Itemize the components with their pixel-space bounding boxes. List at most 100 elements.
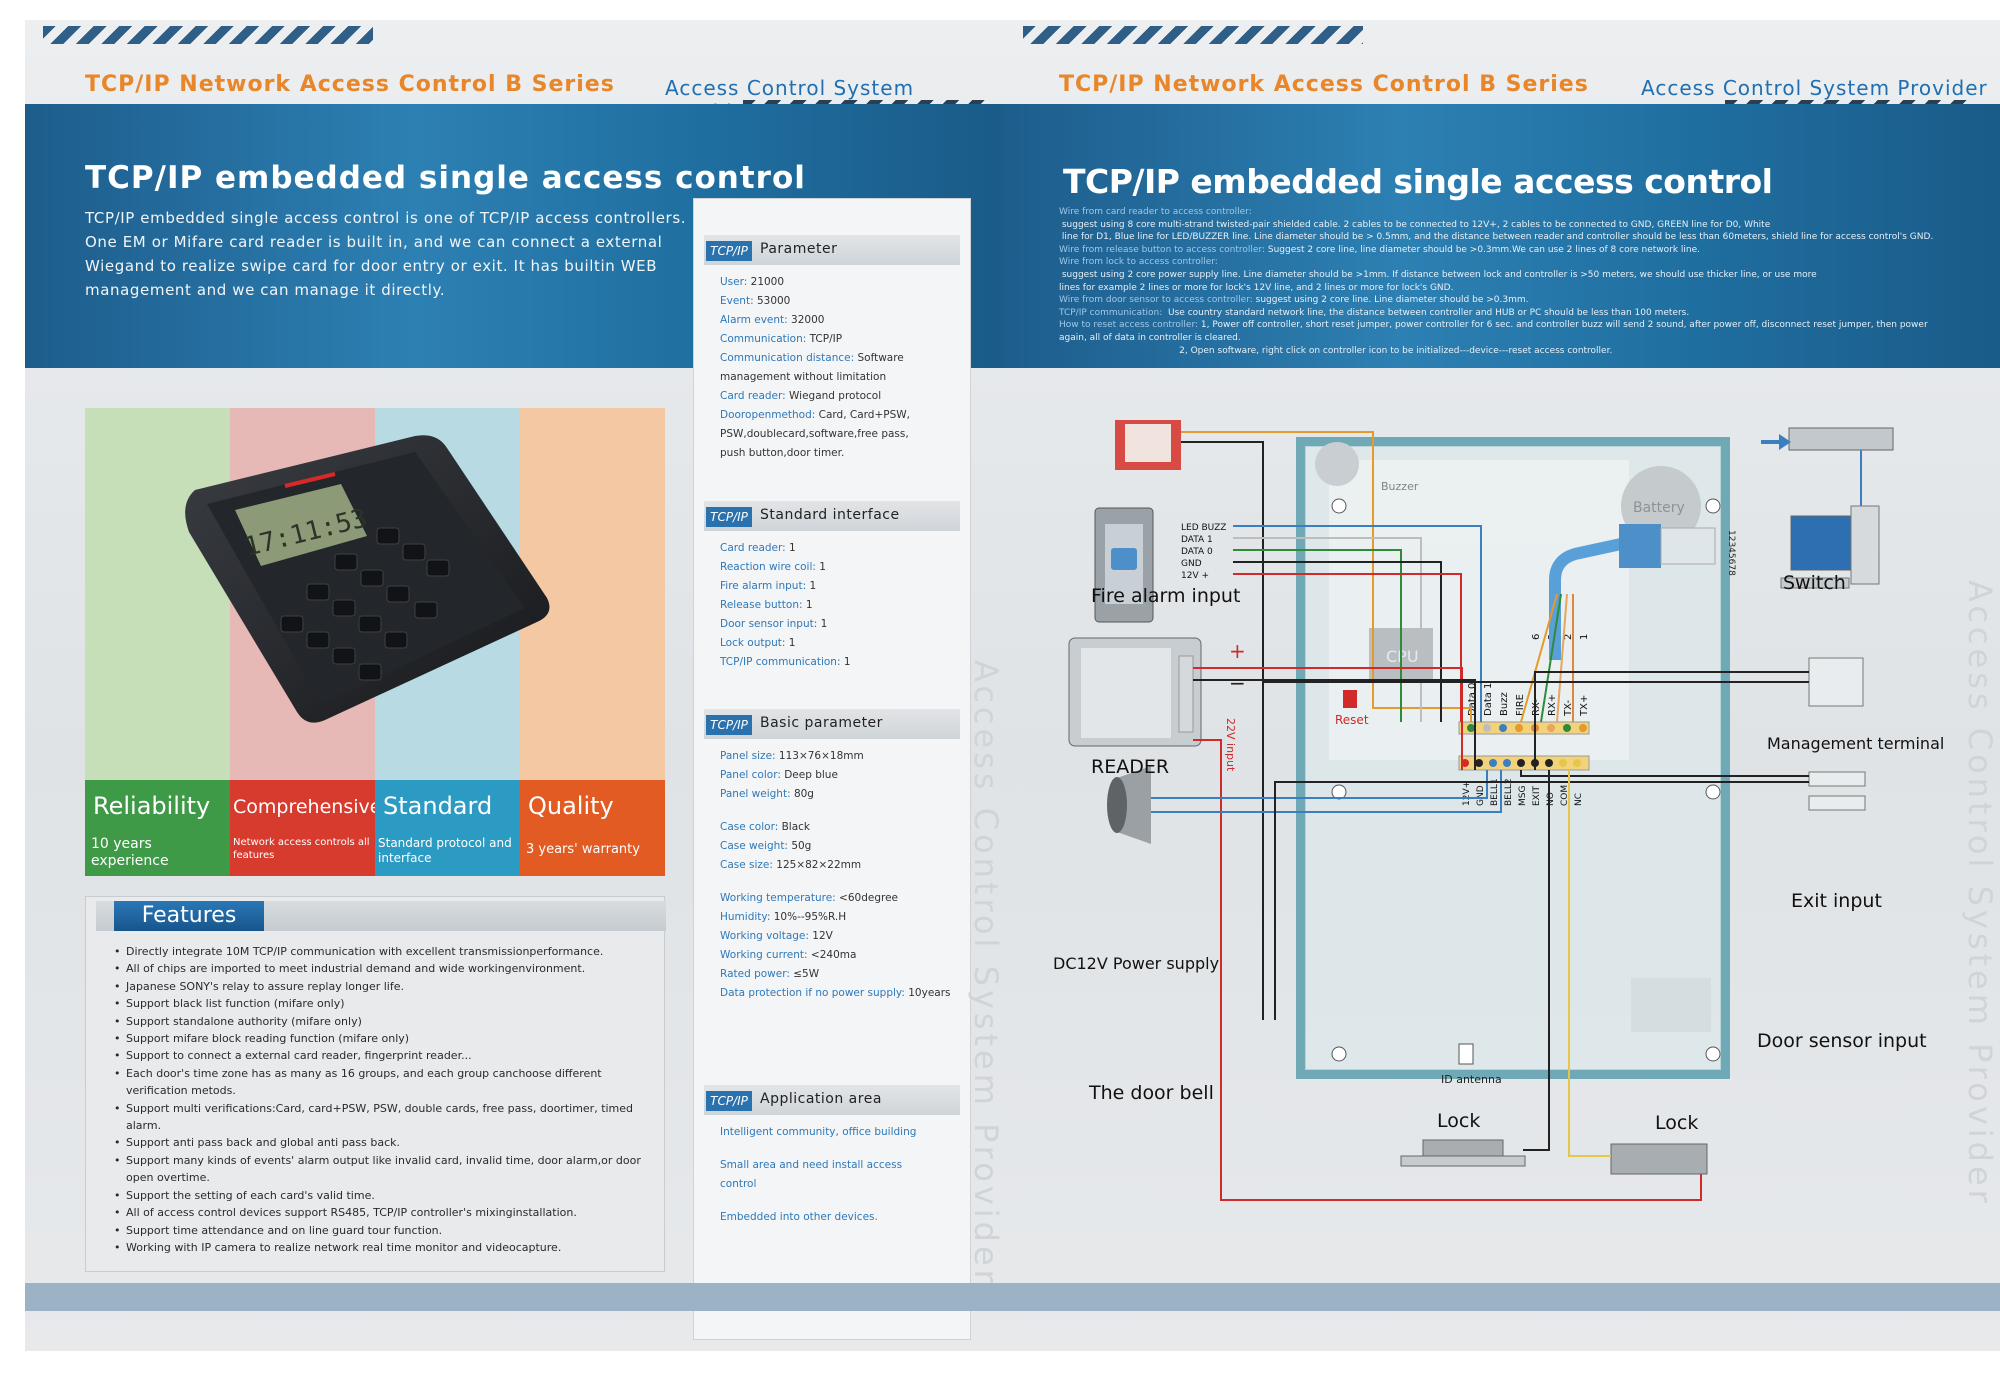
terminal-pin [1517,759,1525,767]
spec-key: Event: [720,295,754,307]
spec-value: 1 [806,580,817,592]
section-title: Parameter [760,241,838,257]
spec-row: Panel weight: 80g [720,785,960,804]
wiring-notes: Wire from card reader to access controll… [1059,206,1949,357]
feature-item: Directly integrate 10M TCP/IP communicat… [114,943,659,961]
feature-item: Support anti pass back and global anti p… [114,1134,659,1152]
top-terminal-label: RX+ [1547,694,1558,716]
features-box: Features Directly integrate 10M TCP/IP c… [85,896,666,1272]
terminal-pin [1475,759,1483,767]
spec-key: Data protection if no power supply: [720,987,905,999]
spec-key: Door sensor input: [720,618,818,630]
terminal-pin [1503,759,1511,767]
bottom-bar [25,1283,1001,1311]
header-stripes [1023,26,1363,44]
reader-wire-label: LED BUZZ [1181,523,1226,533]
column-reliability: Reliability 10 years experience [85,408,230,876]
reader-label: READER [1091,756,1170,778]
spec-row: management without limitation [720,368,960,387]
rj45-plug-icon [1619,524,1661,568]
spec-row: Case weight: 50g [720,837,960,856]
spec-key: Fire alarm input: [720,580,807,592]
reset-jumper-icon [1343,690,1357,708]
note-key: Wire from door sensor to access controll… [1059,295,1253,306]
lock-right-icon [1610,1143,1708,1175]
bottom-terminal-label: BELL1 [1490,778,1500,806]
top-terminal-label: Buzz [1499,692,1510,716]
header-stripes [43,26,373,44]
spec-value: 1 [802,599,813,611]
features-list: Directly integrate 10M TCP/IP communicat… [114,943,659,1257]
note-line: Wire from lock to access controller: sug… [1059,256,1949,281]
spec-key: Panel weight: [720,788,791,800]
note-key: TCP/IP communication: [1059,307,1163,318]
top-terminal-label: FIRE [1515,694,1526,716]
input-22v-label: 22V input [1224,718,1237,772]
spec-row: Card reader: Wiegand protocol [720,387,960,406]
spec-key: Release button: [720,599,803,611]
rfid-icon [1111,548,1137,570]
note-line: Wire from release button to access contr… [1059,244,1949,257]
spec-row: Alarm event: 32000 [720,311,960,330]
spec-value: <60degree [835,892,898,904]
terminal-pin [1547,724,1555,732]
door-bell-label: The door bell [1089,1082,1214,1104]
top-terminal-label: TX+ [1579,695,1590,717]
spec-row: Intelligent community, office building [720,1123,960,1142]
note-value: suggest using 2 core line. Line diameter… [1252,295,1529,306]
spec-row: Rated power: ≤5W [720,965,960,984]
note-key: Wire from card reader to access controll… [1059,207,1252,217]
note-value: 1, Power off controller, short reset jum… [1198,320,1928,331]
terminal-pin [1563,724,1571,732]
bottom-terminal-label: GND [1476,785,1486,806]
note-value: 2, Open software, right click on control… [1059,345,1613,356]
buzzer-icon [1315,442,1359,486]
spec-value: <240ma [807,949,857,961]
note-line: Wire from card reader to access controll… [1059,206,1949,231]
spec-key: Small area and need install access [720,1159,903,1171]
bottom-terminal-label: NO [1546,792,1556,806]
buzzer-label: Buzzer [1381,480,1419,493]
section-title: Standard interface [760,507,900,523]
terminal-pin [1559,759,1567,767]
spec-row: Communication distance: Software [720,349,960,368]
bottom-terminal-label: EXIT [1532,785,1542,806]
provider-title: Access Control System Provider [1641,76,1988,100]
spec-value: 10%--95%R.H [770,911,847,923]
terminal-pin [1467,724,1475,732]
spec-value: 12V [808,930,833,942]
title-band: TCP/IP embedded single access control [1001,104,2000,368]
spec-key: Card reader: [720,542,786,554]
fire-alarm-label: Fire alarm input [1091,585,1241,607]
network-switch-icon [1788,427,1894,451]
page-title: TCP/IP embedded single access control [1063,162,1773,201]
bottom-terminal-label: 12V+ [1462,781,1472,806]
terminal-pin [1573,759,1581,767]
spec-key: Working current: [720,949,808,961]
spec-value: 1 [817,618,828,630]
terminal-pin [1515,724,1523,732]
intro-text: TCP/IP embedded single access control is… [85,209,687,299]
spec-key: Dooropenmethod: [720,409,816,421]
spec-value: 53000 [753,295,791,307]
spec-value: 1 [840,656,851,668]
note-line: Wire from door sensor to access controll… [1059,294,1949,307]
note-key: Wire from release button to access contr… [1059,244,1266,255]
spec-value: 1 [785,542,796,554]
plus-sign: + [1229,639,1246,663]
top-terminal-label: RX- [1531,699,1542,716]
note-key: How to reset access controller: [1059,320,1199,331]
note-key: Wire from lock to access controller: [1059,257,1218,268]
note-line: 2, Open software, right click on control… [1059,345,1949,358]
spec-key: Working voltage: [720,930,809,942]
spec-key: Lock output: [720,637,786,649]
spec-row: Dooropenmethod: Card, Card+PSW, [720,406,960,425]
pc-tower-icon [1850,505,1880,585]
series-title: TCP/IP Network Access Control B Series [85,72,615,97]
wiring-diagram: Buzzer Battery CPU Reset ID antenna Data… [1068,420,1894,1201]
